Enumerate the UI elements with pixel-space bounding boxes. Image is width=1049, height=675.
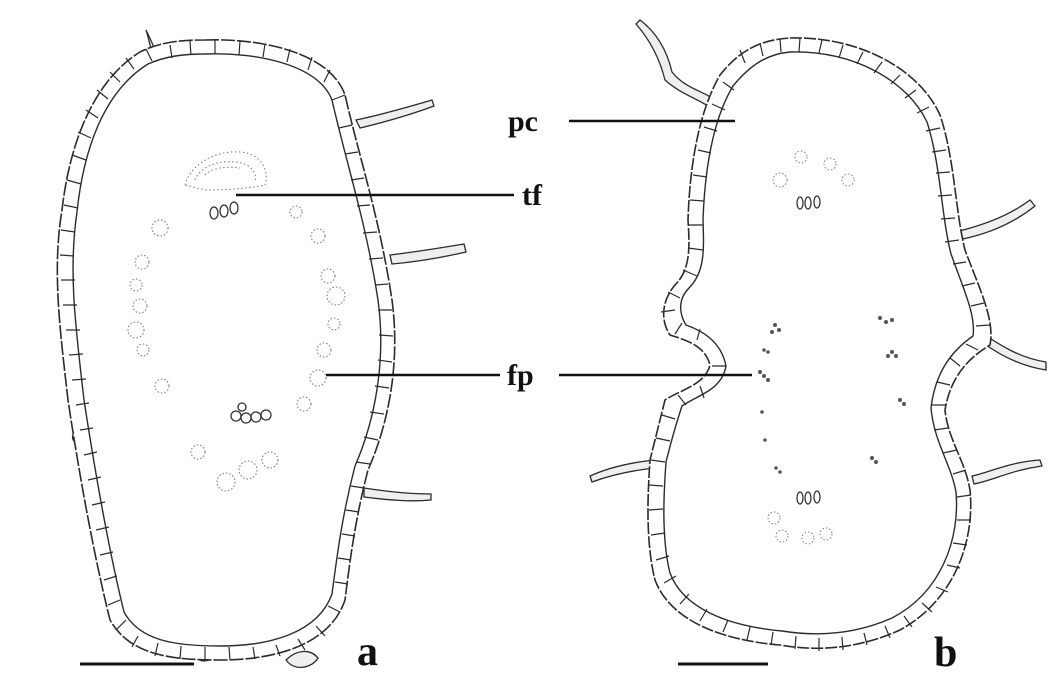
- panel-b-hair: [590, 460, 655, 482]
- panel-a-hair: [356, 100, 434, 128]
- panel-a-inner-wall: [73, 54, 381, 646]
- panel-a-section: tf fp a: [57, 30, 543, 675]
- panel-b-hair: [972, 460, 1042, 484]
- panel-a-hair: [390, 244, 466, 264]
- pc-label: pc: [508, 105, 538, 138]
- panel-b-letter: b: [934, 630, 957, 675]
- panel-a-hair: [286, 651, 318, 667]
- panel-b-hair: [636, 20, 712, 106]
- tf-label: tf: [522, 179, 543, 212]
- fp-label: fp: [507, 359, 534, 392]
- panel-b-hair: [982, 335, 1046, 370]
- panel-a-letter: a: [357, 629, 378, 675]
- panel-b-section: pc b: [508, 20, 1046, 675]
- panel-b-hair: [955, 200, 1035, 240]
- panel-a-hair: [364, 488, 431, 501]
